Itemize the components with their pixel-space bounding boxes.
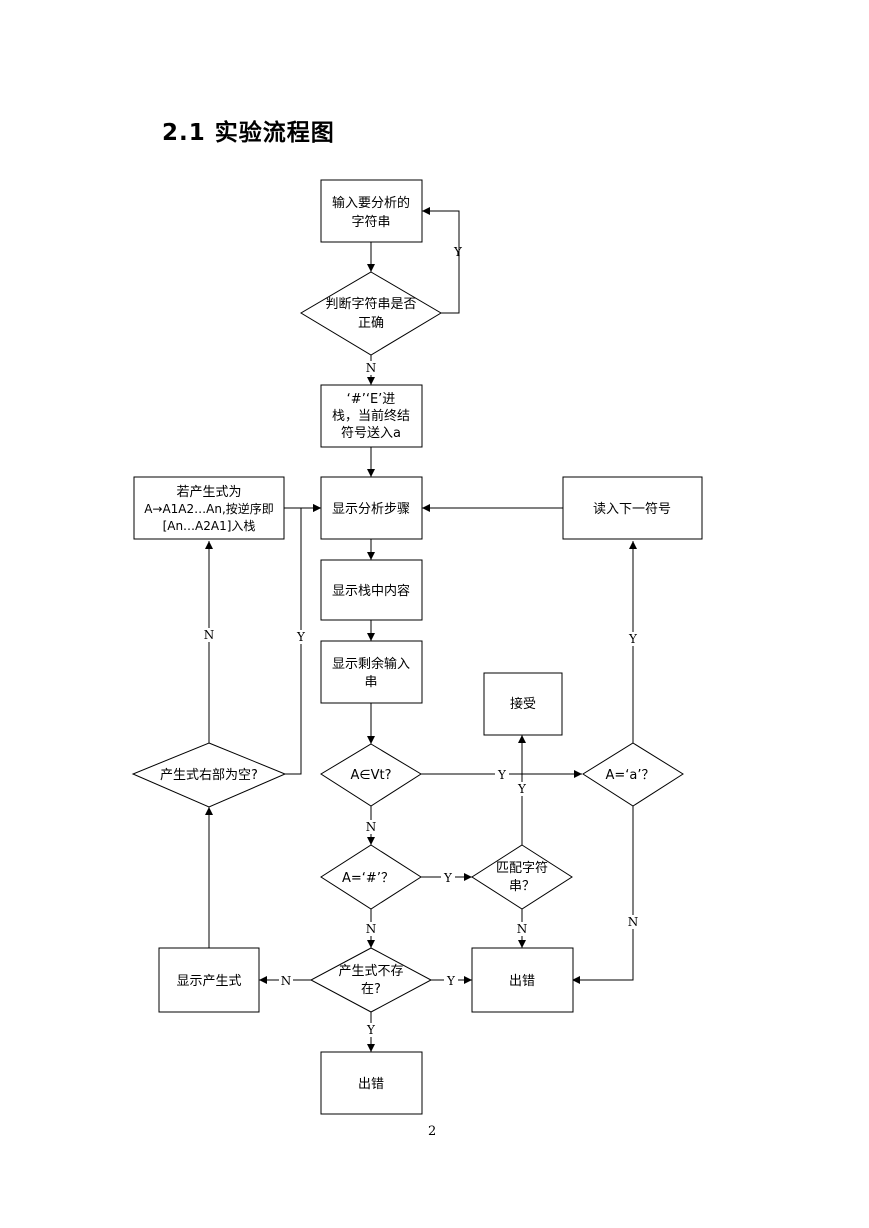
node-read-next [562,476,703,540]
node-push-stack [320,384,423,448]
page-title: 2.1 实验流程图 [162,120,335,146]
page-number: 2 [428,1124,437,1139]
label-vt-no: N [366,820,377,834]
show-steps-label: 显示分析步骤 [332,502,410,517]
node-show-production [158,947,260,1013]
node-show-steps [320,476,423,540]
push-reverse-line1: 若产生式为 [176,484,241,500]
flowchart-edges [205,207,637,1052]
show-remaining-line2: 串 [364,675,377,690]
push-reverse-line2: A→A1A2…An,按逆序即 [144,501,274,516]
label-check-yes: Y [453,245,463,259]
a-eq-a-label: A=‘a’？ [605,768,654,783]
label-a-yes: Y [628,632,638,646]
label-missing-yes-down: Y [366,1023,376,1037]
error-right-label: 出错 [509,974,535,989]
label-empty-yes: Y [296,630,306,644]
label-a-no: N [628,915,639,929]
show-stack-label: 显示栈中内容 [332,583,410,599]
push-stack-line2: 栈，当前终结 [332,408,410,424]
node-texts: 输入要分析的 字符串 判断字符串是否 正确 ‘#’‘E’进 栈，当前终结 符号送… [144,195,671,1092]
node-production-empty [131,742,287,808]
node-error-bottom [320,1051,423,1115]
node-a-eq-hash [320,844,422,910]
label-missing-yes: Y [446,974,456,988]
push-reverse-line3: [An…A2A1]入栈 [163,518,256,533]
node-input-string [320,179,423,243]
edge-check-yes-loop [422,207,460,314]
check-string-line1: 判断字符串是否 [325,296,416,312]
node-production-missing [309,947,433,1013]
label-check-no: N [366,361,377,375]
accept-label: 接受 [510,696,536,712]
production-missing-line1: 产生式不存 [338,964,403,979]
node-show-stack [320,559,423,621]
node-check-string [300,271,442,356]
node-a-eq-a [582,742,684,807]
label-vt-yes: Y [497,768,507,782]
a-in-vt-label: A∈Vt? [350,768,391,783]
match-string-line2: 串？ [509,879,535,894]
flowchart-nodes [131,179,703,1115]
push-stack-line1: ‘#’‘E’进 [347,392,396,407]
label-hash-yes: Y [443,871,453,885]
production-missing-line2: 在? [361,982,381,997]
input-string-line1: 输入要分析的 [332,195,410,211]
label-empty-no: N [204,628,215,642]
check-string-line2: 正确 [358,316,384,331]
a-eq-hash-label: A=‘#’？ [342,871,394,886]
label-match-no: N [517,922,528,936]
label-missing-no: N [281,974,292,988]
label-hash-no: N [366,922,377,936]
input-string-line2: 字符串 [351,214,390,230]
node-error-right [471,947,574,1013]
node-accept [483,672,563,736]
show-remaining-line1: 显示剩余输入 [332,656,410,672]
label-match-yes: Y [517,782,527,796]
node-push-reverse [133,476,285,540]
node-a-in-vt [320,743,422,807]
read-next-label: 读入下一符号 [593,501,671,517]
node-show-remaining [320,640,423,704]
edge-labels: Y N Y N Y N Y N Y N Y N Y Y N [203,245,639,1037]
error-bottom-label: 出错 [358,1077,384,1092]
node-match-string [471,844,573,910]
push-stack-line3: 符号送入a [341,425,401,441]
show-production-label: 显示产生式 [176,974,241,989]
match-string-line1: 匹配字符 [496,860,548,876]
edge-a-no [572,806,634,984]
production-empty-label: 产生式右部为空? [160,768,258,783]
